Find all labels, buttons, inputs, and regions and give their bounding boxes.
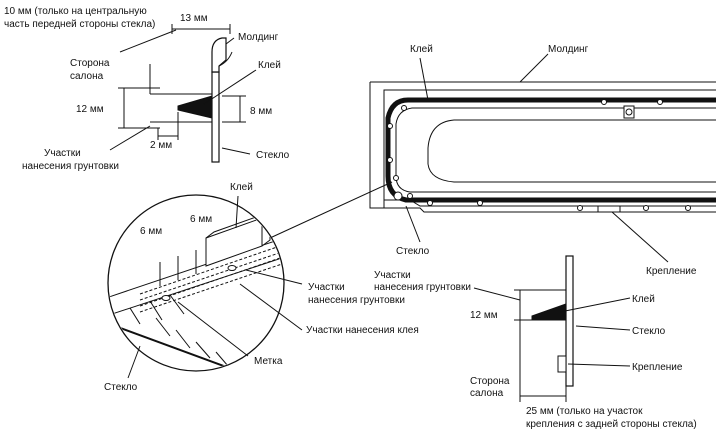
circle-glue-label: Клей — [230, 182, 253, 193]
glass-left-label: Стекло — [256, 150, 290, 161]
mark-symbol — [161, 295, 171, 301]
circle-mark-label: Метка — [254, 356, 283, 367]
glass-section-left — [211, 71, 220, 163]
br-note-1: 25 мм (только на участок — [526, 406, 643, 417]
glue-wedge-left — [177, 95, 213, 119]
top-left-note-2: часть передней стороны стекла) — [4, 19, 155, 30]
dim-12-left-label: 12 мм — [76, 104, 104, 115]
bottom-right-section: Участки нанесения грунтовки 12 мм Клей С… — [374, 255, 697, 430]
br-mount-label: Крепление — [632, 362, 683, 373]
dim-8-label: 8 мм — [250, 106, 272, 117]
circle-6a-label: 6 мм — [140, 226, 162, 237]
molding-section-left — [211, 37, 227, 73]
cabin-side-left-2: салона — [70, 71, 104, 82]
br-glass-label: Стекло — [632, 326, 666, 337]
main-window-view: Клей Молдинг Стекло Крепление — [269, 44, 716, 277]
mount-bottom — [597, 205, 621, 213]
cabin-side-left-1: Сторона — [70, 58, 110, 69]
circle-glue-area-label: Участки нанесения клея — [306, 325, 419, 336]
glass-main-label: Стекло — [396, 246, 430, 257]
br-primer-1: Участки — [374, 270, 411, 281]
circle-detail: Клей 6 мм 6 мм Участки нанесения грунтов… — [104, 182, 419, 393]
mount-main-label: Крепление — [646, 266, 697, 277]
br-glue-label: Клей — [632, 294, 655, 305]
circle-glass-label: Стекло — [104, 382, 138, 393]
circle-primer-1: Участки — [308, 282, 345, 293]
top-left-section: 10 мм (только на центральную часть перед… — [4, 6, 290, 172]
bead-marks — [387, 99, 691, 211]
glue-main-label: Клей — [410, 44, 433, 55]
circle-6b-label: 6 мм — [190, 214, 212, 225]
primer-left-2: нанесения грунтовки — [22, 161, 119, 172]
inner-contour — [427, 119, 716, 183]
dim-2-label: 2 мм — [150, 140, 172, 151]
dim-13-label: 13 мм — [180, 13, 208, 24]
br-12-label: 12 мм — [470, 310, 498, 321]
glass-section-right — [565, 255, 574, 387]
primer-left-1: Участки — [44, 148, 81, 159]
corner-knob — [393, 191, 403, 201]
top-left-note: 10 мм (только на центральную — [4, 6, 147, 17]
br-cabin-side-1: Сторона — [470, 376, 510, 387]
br-primer-2: нанесения грунтовки — [374, 282, 471, 293]
br-cabin-side-2: салона — [470, 388, 504, 399]
molding-main-label: Молдинг — [548, 44, 589, 55]
glue-left-label: Клей — [258, 60, 281, 71]
mount-section-right — [557, 355, 567, 373]
glue-bead — [385, 97, 716, 203]
molding-left-label: Молдинг — [238, 32, 279, 43]
circle-primer-2: нанесения грунтовки — [308, 295, 405, 306]
glass-inner-outline — [395, 107, 716, 193]
br-note-2: крепления с задней стороны стекла) — [526, 419, 697, 430]
